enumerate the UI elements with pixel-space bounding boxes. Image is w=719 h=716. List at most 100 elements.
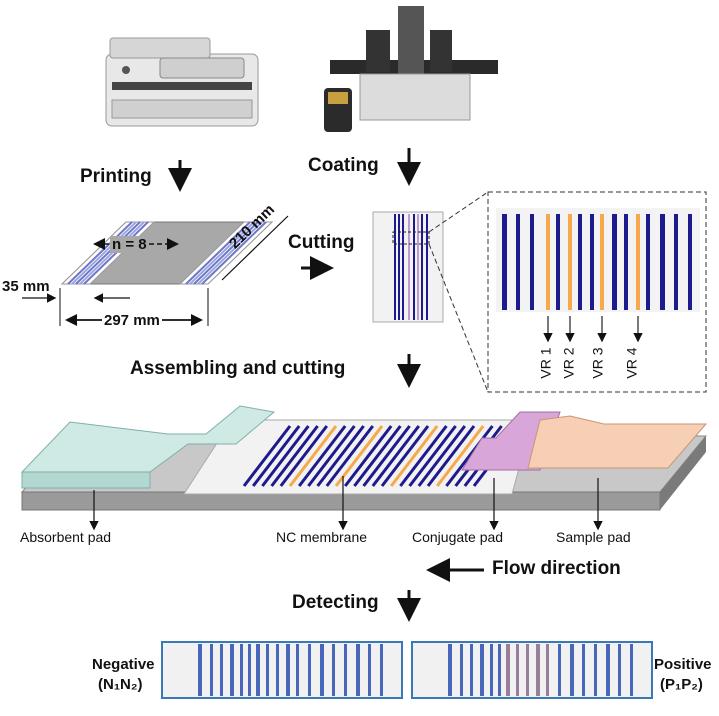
result-line: [380, 644, 383, 696]
sheet-stripe: [197, 221, 263, 285]
vr-2-label: VR 2: [560, 347, 577, 379]
cut-line: [408, 214, 410, 320]
result-line: [470, 644, 473, 696]
membrane-line: [261, 425, 310, 487]
result-line: [320, 644, 324, 696]
result-line: [546, 644, 549, 696]
test-strip: [20, 405, 708, 511]
membrane-line: [325, 425, 374, 487]
result-line: [356, 644, 360, 696]
nc-membrane-label: NC membrane: [276, 529, 368, 545]
result-line: [630, 644, 633, 696]
zoom-line-bottom: [428, 243, 489, 393]
result-line: [332, 644, 335, 696]
result-line: [582, 644, 585, 696]
zoom-membrane: [496, 208, 700, 312]
coating-machine-image: [324, 6, 498, 132]
absorbent-pad-label: Absorbent pad: [20, 529, 112, 545]
zoom-line: [590, 214, 594, 310]
sheet-stripe: [185, 221, 251, 285]
result-line: [220, 644, 223, 696]
membrane-line: [242, 425, 292, 487]
result-line: [490, 644, 493, 696]
result-line: [198, 644, 202, 696]
sheet-stripe: [67, 221, 133, 285]
zoom-line: [674, 214, 678, 310]
cut-line: [413, 214, 415, 320]
negative-title: Negative: [92, 656, 155, 673]
membrane-line: [344, 425, 393, 487]
result-line: [266, 644, 269, 696]
sheet-stripe: [71, 221, 137, 285]
membrane-line: [288, 425, 338, 487]
zoom-line: [530, 214, 534, 310]
result-line: [296, 644, 299, 696]
membrane-line: [436, 425, 485, 487]
zoom-line: [624, 214, 628, 310]
membrane-line: [270, 425, 319, 487]
zoom-line: [636, 214, 640, 310]
cut-sheet-stripes: [394, 214, 428, 320]
membrane-line: [408, 425, 457, 487]
vr-3-label: VR 3: [589, 347, 606, 379]
cut-line: [402, 214, 404, 320]
result-line: [536, 644, 540, 696]
result-line: [210, 644, 213, 696]
detecting-label: Detecting: [292, 592, 379, 613]
result-line: [308, 644, 311, 696]
positive-strip-lines: [448, 644, 633, 696]
sheet-stripe: [201, 221, 267, 285]
positive-sub: (P₁P₂): [660, 676, 703, 693]
cut-line: [421, 214, 423, 320]
result-line: [526, 644, 529, 696]
zoom-line: [516, 214, 520, 310]
result-line: [276, 644, 279, 696]
result-line: [606, 644, 610, 696]
negative-strip-lines: [198, 644, 383, 696]
sheet-stripes-right: [185, 221, 267, 285]
flow-direction-label: Flow direction: [492, 558, 621, 579]
zoom-line: [660, 214, 665, 310]
membrane-line: [353, 425, 402, 487]
result-line: [570, 644, 574, 696]
membrane-line: [307, 425, 356, 487]
sheet-stripe: [75, 221, 141, 285]
result-line: [558, 644, 561, 696]
membrane-line: [316, 425, 365, 487]
n-label: n = 8: [110, 236, 149, 253]
cut-line: [417, 214, 419, 320]
zoom-line: [612, 214, 617, 310]
result-line: [480, 644, 484, 696]
printer-image: [105, 37, 259, 127]
membrane-stripes: [242, 425, 522, 487]
zoom-line: [578, 214, 582, 310]
zoom-line: [502, 214, 507, 310]
height-dim-line: [221, 215, 289, 281]
zoom-stripes: [502, 214, 692, 310]
cut-line: [426, 214, 428, 320]
membrane-line: [279, 425, 328, 487]
membrane-line: [390, 425, 439, 487]
cut-line: [394, 214, 396, 320]
result-line: [248, 644, 251, 696]
result-line: [230, 644, 234, 696]
result-line: [516, 644, 519, 696]
zoom-line: [600, 214, 604, 310]
vr-1-label: VR 1: [537, 347, 554, 379]
zoom-line: [546, 214, 550, 310]
zoom-line-top: [428, 191, 489, 233]
result-line: [594, 644, 597, 696]
result-line: [240, 644, 243, 696]
zoom-line: [688, 214, 692, 310]
sheet-stripes-left: [67, 221, 149, 285]
result-line: [344, 644, 347, 696]
result-line: [506, 644, 510, 696]
membrane-line: [298, 425, 347, 487]
result-line: [618, 644, 621, 696]
conjugate-pad-label: Conjugate pad: [412, 529, 504, 545]
result-line: [498, 644, 501, 696]
sample-pad-label: Sample pad: [556, 529, 631, 545]
result-line: [286, 644, 290, 696]
membrane-line: [380, 425, 430, 487]
